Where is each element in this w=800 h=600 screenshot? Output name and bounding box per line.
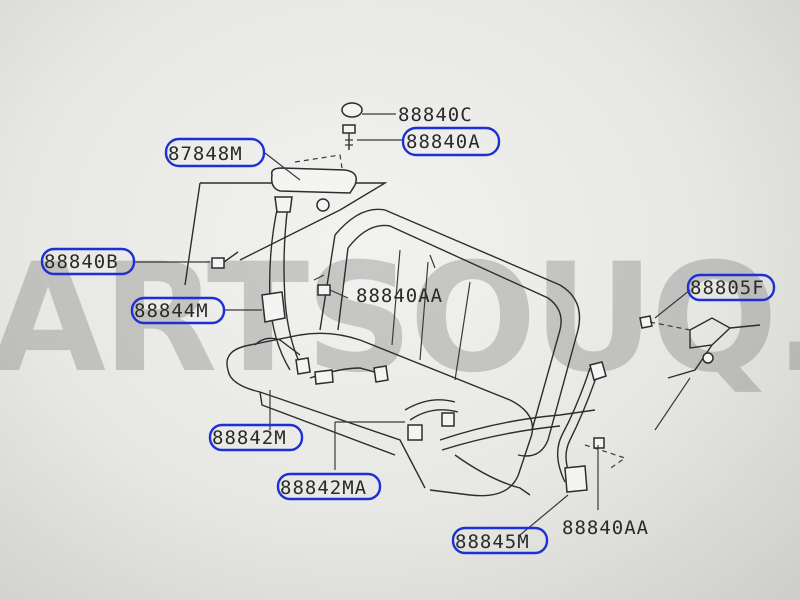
callout-label: 88842M bbox=[212, 427, 287, 449]
callout-label: 88840A bbox=[406, 131, 481, 153]
cap-and-bolt-parts bbox=[341, 102, 363, 150]
buckle-assemblies bbox=[309, 365, 459, 441]
watermark: ARTSOUQ.C bbox=[0, 232, 800, 406]
callout-88840b[interactable]: 88840B bbox=[40, 247, 136, 276]
seat-back bbox=[319, 208, 581, 457]
callout-88842ma[interactable]: 88842MA bbox=[276, 472, 382, 501]
callout-88845m[interactable]: 88845M bbox=[451, 526, 549, 555]
callout-88840a[interactable]: 88840A bbox=[401, 126, 501, 157]
callout-label: 87848M bbox=[168, 143, 243, 165]
callout-label: 88845M bbox=[455, 531, 530, 553]
rear-shelf bbox=[184, 182, 388, 286]
callout-label: 88805F bbox=[690, 277, 765, 299]
callout-87848m[interactable]: 87848M bbox=[164, 137, 266, 168]
callout-label: 88840B bbox=[44, 251, 119, 273]
seat-cushion bbox=[226, 332, 534, 497]
callout-88840aa-upper[interactable]: 88840AA bbox=[356, 285, 443, 307]
left-shoulder-belt bbox=[254, 196, 311, 375]
left-anchor-bolt bbox=[211, 251, 239, 269]
center-anchor-bolt bbox=[313, 274, 331, 296]
callout-88840c[interactable]: 88840C bbox=[398, 104, 473, 126]
callout-88842m[interactable]: 88842M bbox=[208, 423, 304, 452]
callout-label: 88840AA bbox=[356, 285, 443, 307]
callouts: 87848M 88840C 88840A 88840B 88844M 88840… bbox=[40, 104, 776, 555]
callout-88805f[interactable]: 88805F bbox=[686, 273, 776, 302]
leader-lines bbox=[133, 113, 691, 536]
right-shoulder-belt bbox=[439, 361, 627, 496]
callout-label: 88844M bbox=[134, 300, 209, 322]
callout-label: 88840C bbox=[398, 104, 473, 126]
callout-88844m[interactable]: 88844M bbox=[130, 296, 226, 325]
callout-label: 88842MA bbox=[280, 477, 367, 499]
bracket-part bbox=[639, 315, 761, 431]
callout-88840aa-lower[interactable]: 88840AA bbox=[562, 517, 649, 539]
callout-label: 88840AA bbox=[562, 517, 649, 539]
